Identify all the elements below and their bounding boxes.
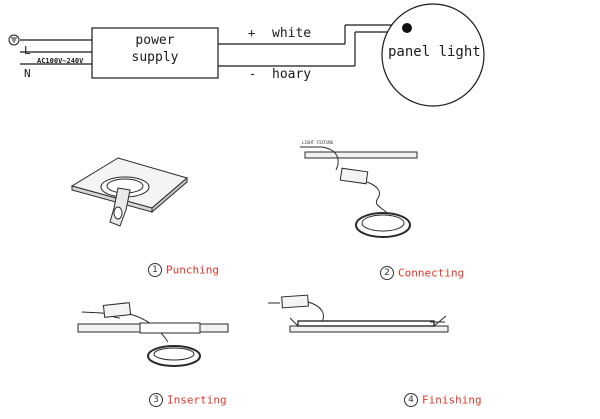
finishing-illustration [268, 294, 449, 333]
step-3-label: Inserting [167, 393, 227, 407]
panel-light-label: panel light [388, 44, 481, 60]
step-2-label: Connecting [398, 266, 465, 280]
terminal-label-n: N [24, 67, 31, 80]
terminal-label-ground: ⏚ [8, 32, 9, 33]
positive-wire-label: white [272, 26, 312, 41]
step-2-number: 2 [380, 266, 394, 280]
step-3-number: 3 [149, 393, 163, 407]
step-2-caption: 2 Connecting [380, 266, 464, 280]
ground-icon [8, 34, 20, 46]
step-4-caption: 4 Finishing [404, 393, 482, 407]
negative-sign: - [249, 67, 257, 81]
inserting-illustration [77, 302, 229, 367]
input-rating-label: AC100V~240V [37, 57, 84, 65]
negative-wire-label: hoary [272, 67, 312, 82]
power-supply-label: power supply [131, 33, 179, 65]
step-1-caption: 1 Punching [148, 263, 219, 277]
step-1-number: 1 [148, 263, 162, 277]
step-4-label: Finishing [422, 393, 482, 407]
power-supply-box [91, 27, 219, 79]
panel-connection-dot [402, 23, 412, 33]
terminal-label-l: L [24, 44, 31, 57]
wiring-lines [20, 24, 406, 67]
step-1-label: Punching [166, 263, 219, 277]
positive-sign: + [248, 26, 256, 40]
step-3-caption: 3 Inserting [149, 393, 227, 407]
punching-illustration [70, 157, 189, 227]
connecting-illustration [300, 146, 418, 238]
step-4-number: 4 [404, 393, 418, 407]
svg-text:LIGHT FIXTURE: LIGHT FIXTURE [302, 140, 334, 145]
